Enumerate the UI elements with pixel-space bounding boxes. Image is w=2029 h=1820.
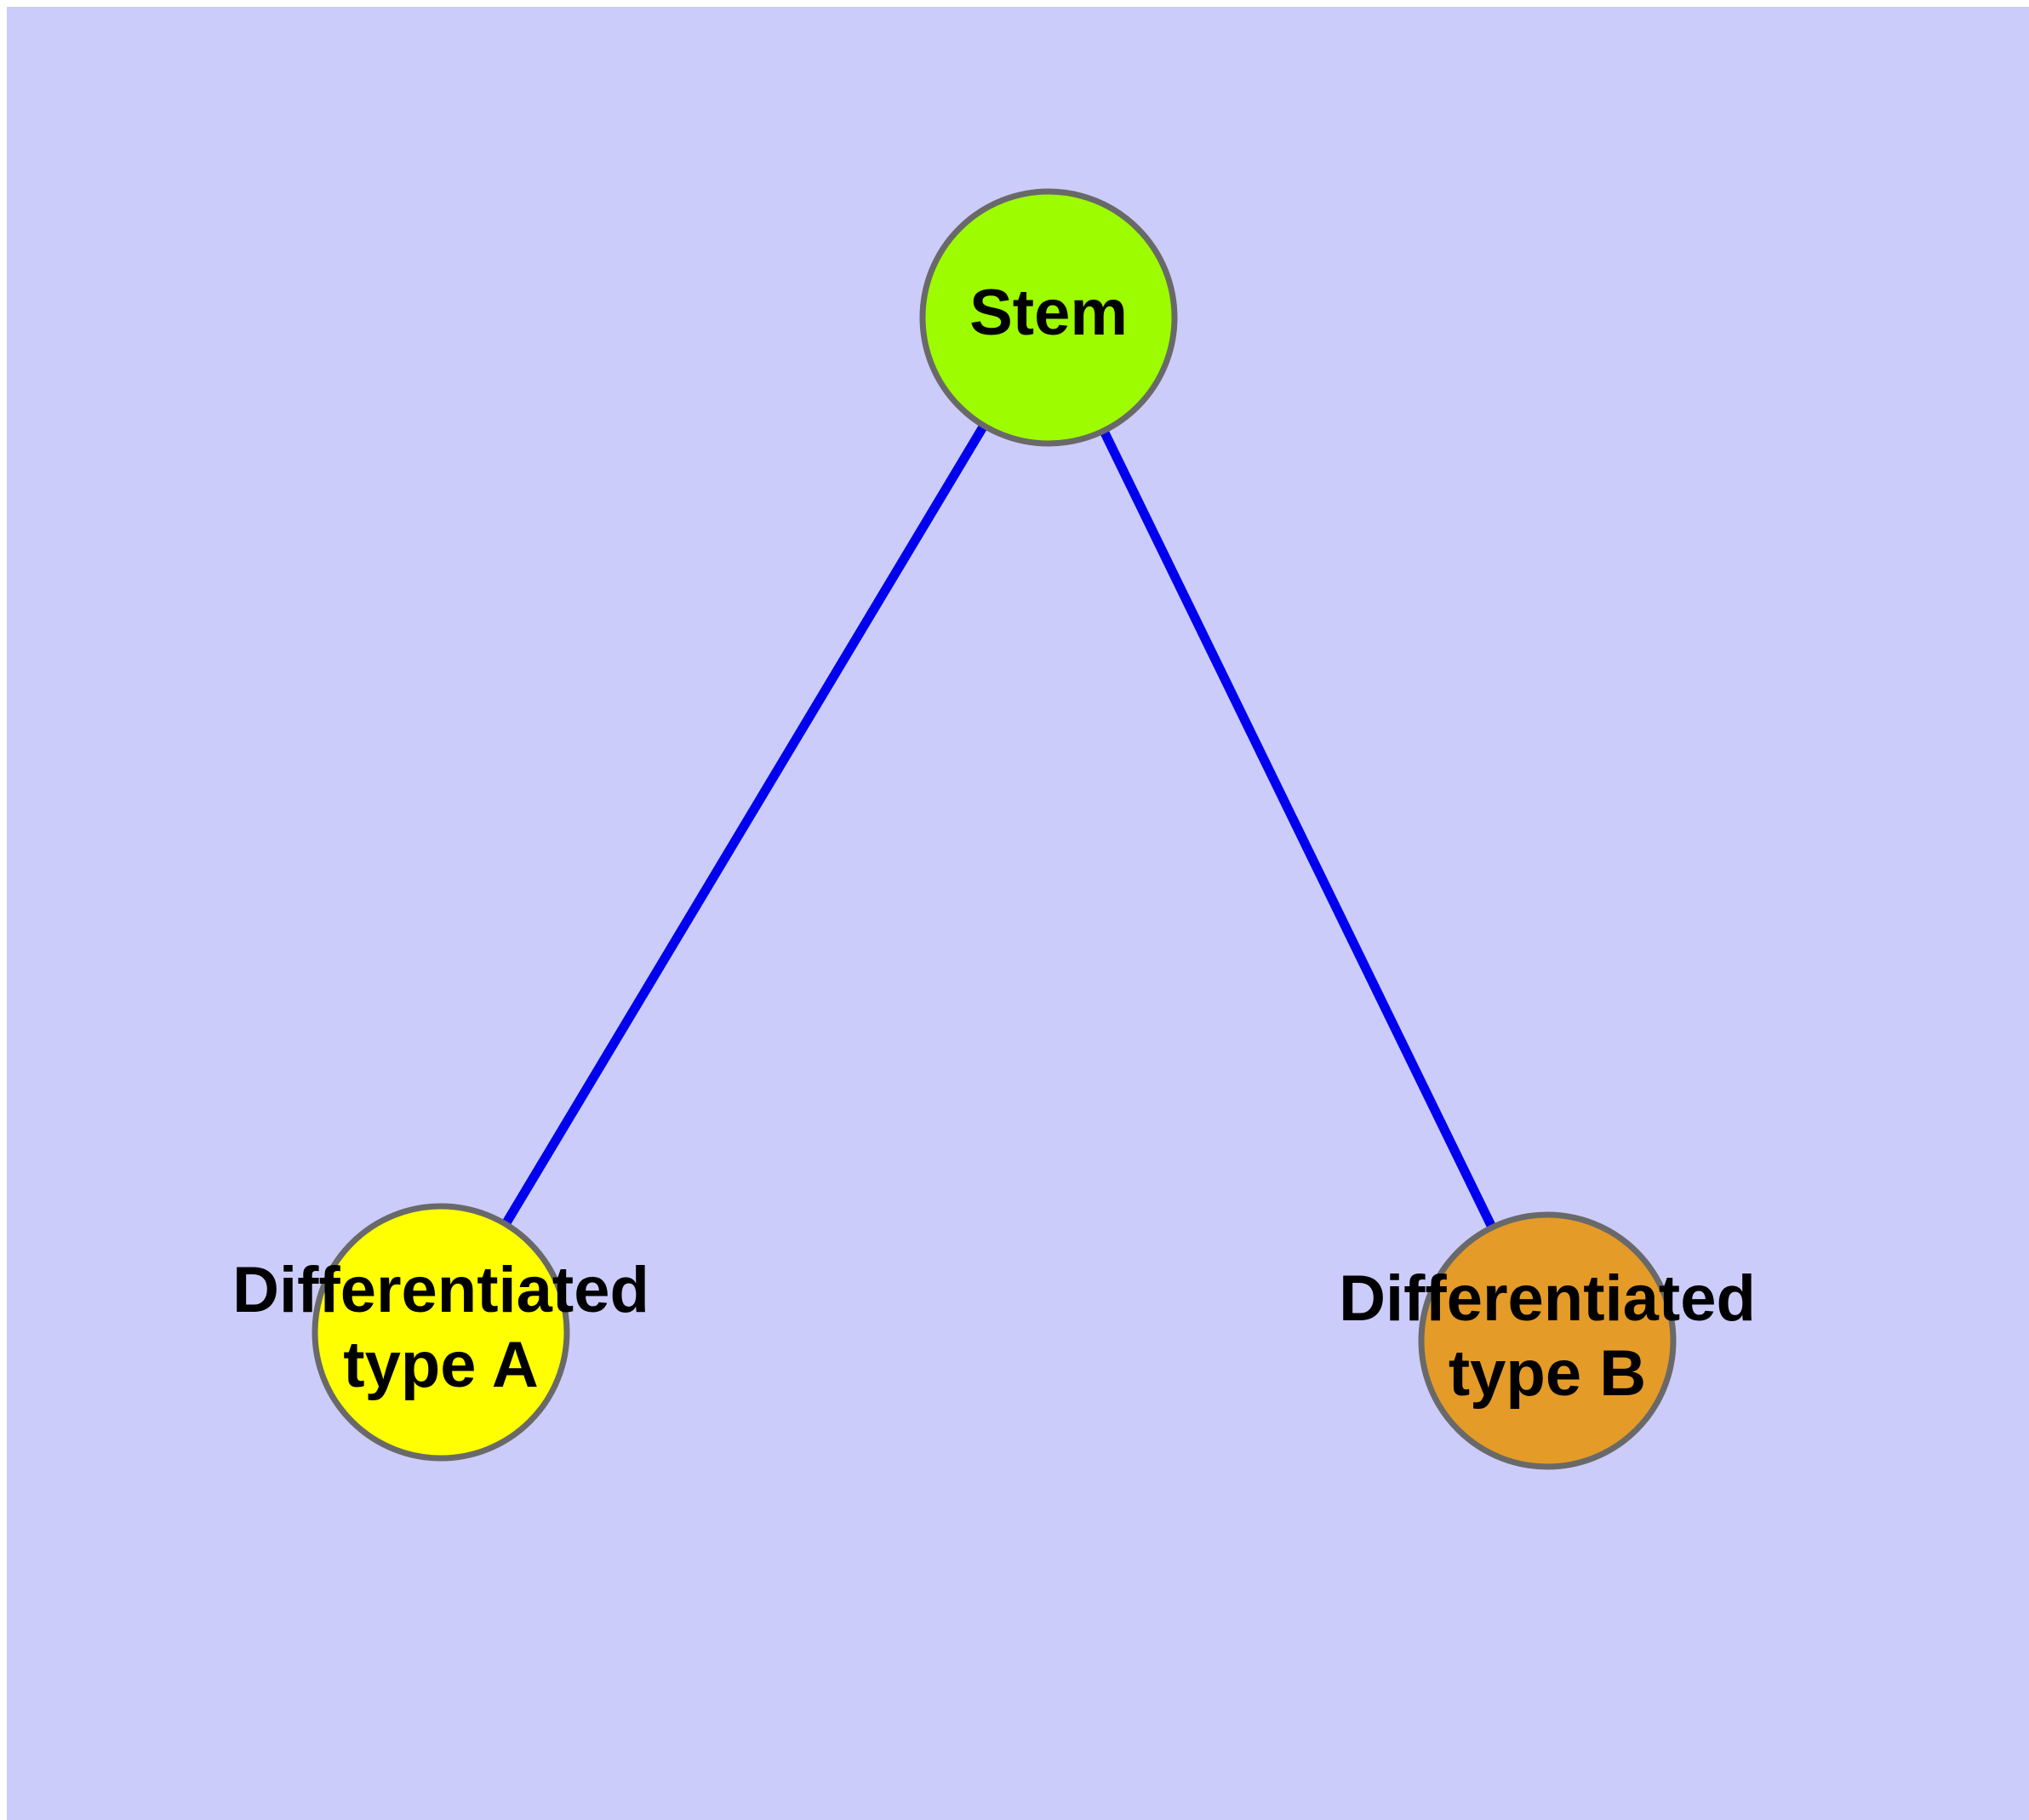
graph-edge-stem-diff_b[interactable] xyxy=(1098,426,1498,1233)
graph-node-label-line: Differentiated xyxy=(1339,1262,1756,1335)
graph-node-label-line: Stem xyxy=(969,277,1128,349)
graph-node-label-line: type B xyxy=(1449,1337,1646,1410)
graph-node-label-stem: Stem xyxy=(969,277,1128,349)
edge-layer xyxy=(500,420,1498,1233)
graph-node-label-line: Differentiated xyxy=(232,1254,649,1326)
graph-node-diff_b[interactable] xyxy=(1418,1211,1677,1470)
node-layer xyxy=(311,188,1677,1470)
graph-node-stem[interactable] xyxy=(919,188,1178,447)
graph-edge-stem-diff_a[interactable] xyxy=(500,420,990,1230)
graph-node-diff_a[interactable] xyxy=(311,1203,570,1462)
graph-node-label-line: type A xyxy=(343,1329,538,1401)
